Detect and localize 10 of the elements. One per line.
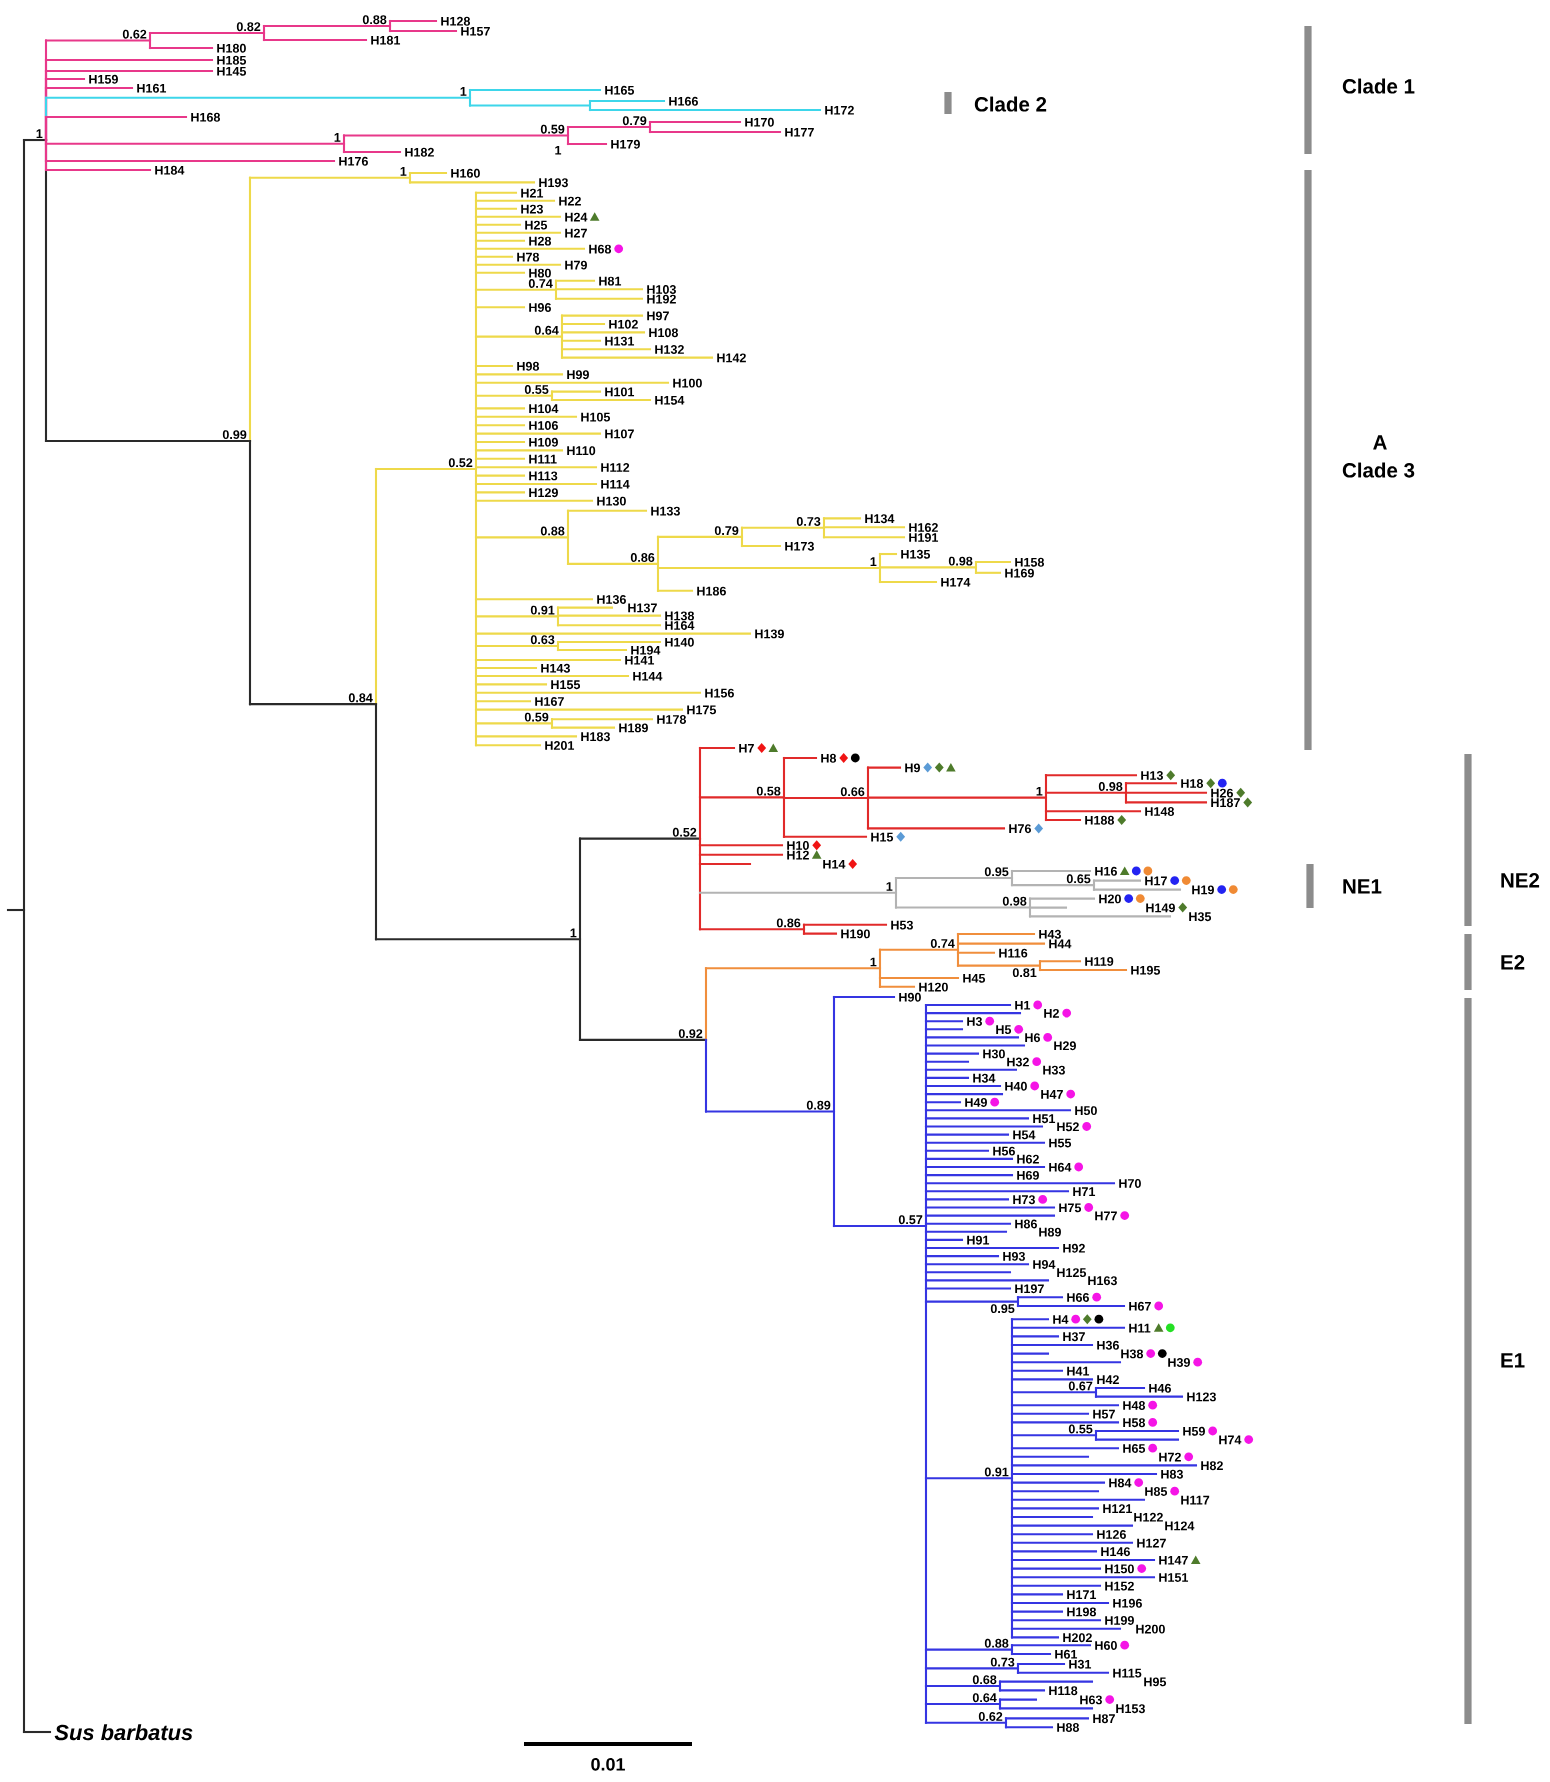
clade-label: E1	[1501, 1353, 1525, 1368]
clade-label: NE2	[1501, 873, 1540, 888]
clade-label: NE1	[1343, 879, 1382, 894]
taxon-label: Sus barbatus	[54, 1724, 193, 1741]
clade-label: A	[1373, 435, 1387, 450]
clade-label: Clade 2	[974, 96, 1047, 112]
scale-label: 0.01	[591, 1757, 625, 1771]
clade-label: Clade 1	[1342, 78, 1415, 94]
clade-label: E2	[1501, 955, 1525, 970]
clade-label: Clade 3	[1342, 462, 1415, 478]
